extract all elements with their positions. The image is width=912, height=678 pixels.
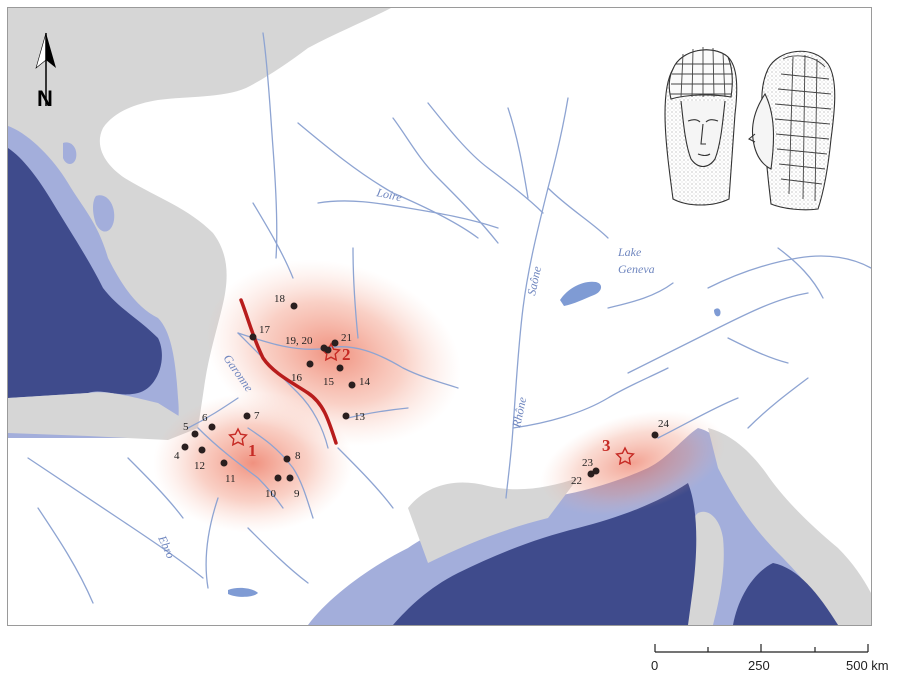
svg-text:15: 15 bbox=[323, 376, 335, 388]
lake-label-line-2: Geneva bbox=[618, 262, 655, 276]
river-label-rhone: Rhône bbox=[509, 395, 529, 430]
lake-ebro bbox=[228, 587, 258, 597]
river-label-loire: Loire bbox=[374, 185, 404, 204]
site-dot-20 bbox=[324, 346, 332, 354]
grey-landmass-iberia-north bbox=[8, 392, 198, 440]
site-dot-16 bbox=[306, 360, 314, 368]
deep-sea-mediterranean bbox=[393, 483, 697, 625]
site-dot-21 bbox=[331, 339, 339, 347]
site-dot-5 bbox=[191, 430, 199, 438]
svg-text:7: 7 bbox=[254, 410, 260, 422]
svg-text:12: 12 bbox=[194, 460, 205, 472]
figurine-front-view bbox=[664, 47, 738, 206]
scale-label-0: 0 bbox=[651, 658, 659, 673]
site-dot-4 bbox=[181, 443, 189, 451]
svg-text:3: 3 bbox=[602, 436, 611, 455]
figurine-illustration bbox=[643, 39, 844, 225]
site-dot-8 bbox=[283, 455, 291, 463]
red-boundary-line bbox=[239, 298, 338, 445]
scale-label-500: 500 km bbox=[846, 658, 889, 673]
site-dot-9 bbox=[286, 474, 294, 482]
cluster-marker-1: 1 bbox=[228, 427, 257, 460]
svg-text:14: 14 bbox=[359, 376, 371, 388]
svg-text:2: 2 bbox=[342, 345, 351, 364]
svg-text:11: 11 bbox=[225, 473, 236, 485]
svg-text:9: 9 bbox=[294, 488, 300, 500]
site-dot-12 bbox=[198, 446, 206, 454]
svg-text:21: 21 bbox=[341, 332, 352, 344]
svg-text:N: N bbox=[37, 86, 53, 111]
deep-sea-tyrrhenian bbox=[733, 563, 838, 625]
hotspot-cluster-3 bbox=[540, 410, 726, 516]
site-dot-11 bbox=[220, 459, 228, 467]
figurine-side-view bbox=[748, 50, 836, 211]
svg-text:8: 8 bbox=[295, 450, 301, 462]
shelf-islet-2 bbox=[63, 142, 77, 164]
shelf-islet bbox=[93, 195, 115, 232]
scale-label-250: 250 bbox=[748, 658, 770, 673]
grey-coast-gulf-of-lion bbox=[408, 478, 578, 563]
site-dot-18 bbox=[290, 302, 298, 310]
svg-text:24: 24 bbox=[658, 418, 670, 430]
scale-bar: 0 250 500 km bbox=[640, 640, 900, 674]
site-dot-15 bbox=[336, 364, 344, 372]
svg-text:23: 23 bbox=[582, 457, 594, 469]
deep-sea-atlantic bbox=[8, 148, 162, 398]
svg-text:19, 20: 19, 20 bbox=[285, 335, 313, 347]
svg-text:1: 1 bbox=[248, 441, 257, 460]
svg-text:10: 10 bbox=[265, 488, 277, 500]
site-dot-24 bbox=[651, 431, 659, 439]
site-labels: 4 5 6 7 8 9 10 11 12 13 14 15 16 17 18 1… bbox=[174, 293, 670, 500]
site-dot-13 bbox=[342, 412, 350, 420]
site-dot-14 bbox=[348, 381, 356, 389]
svg-text:18: 18 bbox=[274, 293, 286, 305]
lake-geneva bbox=[560, 281, 602, 306]
svg-text:22: 22 bbox=[571, 475, 582, 487]
cluster-marker-3: 3 bbox=[602, 436, 635, 466]
svg-text:6: 6 bbox=[202, 412, 208, 424]
map-frame: Loire Garonne Saône Rhône Ebro Lake Gene… bbox=[7, 7, 872, 626]
river-label-saone: Saône bbox=[524, 264, 544, 296]
site-dot-6 bbox=[208, 423, 216, 431]
lake-label-line-1: Lake bbox=[617, 245, 642, 259]
hotspot-cluster-2 bbox=[205, 259, 461, 447]
map-canvas: Loire Garonne Saône Rhône Ebro Lake Gene… bbox=[8, 8, 871, 625]
lake-small bbox=[714, 308, 721, 317]
svg-text:4: 4 bbox=[174, 450, 180, 462]
grey-italy bbox=[708, 428, 871, 625]
north-arrow-icon: N bbox=[35, 32, 56, 111]
svg-text:17: 17 bbox=[259, 324, 271, 336]
site-dot-17 bbox=[249, 333, 257, 341]
svg-text:13: 13 bbox=[354, 411, 366, 423]
site-dot-7 bbox=[243, 412, 251, 420]
svg-text:16: 16 bbox=[291, 372, 303, 384]
site-dot-23 bbox=[592, 467, 600, 475]
site-dot-10 bbox=[274, 474, 282, 482]
site-dots bbox=[181, 302, 659, 482]
svg-text:5: 5 bbox=[183, 421, 189, 433]
